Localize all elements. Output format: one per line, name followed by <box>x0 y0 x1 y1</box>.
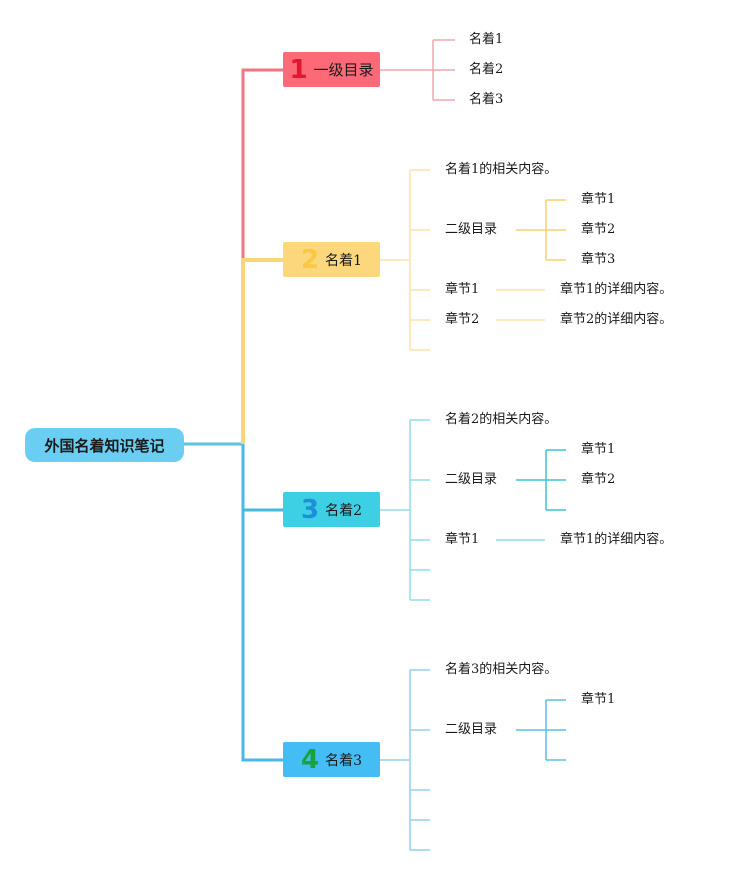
branch-2-chapter-1[interactable]: 章节1 <box>445 282 480 297</box>
branch-1-child-1[interactable]: 名着1 <box>469 32 504 47</box>
branch-3-intro[interactable]: 名着2的相关内容。 <box>445 412 558 427</box>
branch-4-subdir[interactable]: 二级目录 <box>445 722 498 737</box>
trunk-branch-4 <box>241 444 283 762</box>
trunk-branch-2 <box>241 258 283 444</box>
branch-3-chapter-1[interactable]: 章节1 <box>445 532 480 547</box>
branch-topic-3[interactable]: 3 名着2 <box>283 492 380 527</box>
branch-1-number: 1 <box>289 54 308 85</box>
branch-2-label: 名着1 <box>325 252 362 269</box>
branch-2-subdir-item-1[interactable]: 章节1 <box>581 192 616 207</box>
root-topic-label: 外国名着知识笔记 <box>44 436 165 455</box>
branch-2-connectors <box>380 169 545 351</box>
branch-topic-2[interactable]: 2 名着1 <box>283 242 380 277</box>
branch-3-subdir-connectors <box>516 449 566 511</box>
root-topic[interactable]: 外国名着知识笔记 <box>25 428 184 462</box>
branch-3-subdir[interactable]: 二级目录 <box>445 472 498 487</box>
branch-3-label: 名着2 <box>325 502 362 519</box>
branch-2-subdir-item-3[interactable]: 章节3 <box>581 252 616 267</box>
branch-topic-4[interactable]: 4 名着3 <box>283 742 380 777</box>
branch-2-chapter-1-detail[interactable]: 章节1的详细内容。 <box>560 282 673 297</box>
branch-4-intro[interactable]: 名着3的相关内容。 <box>445 662 558 677</box>
branch-3-subdir-item-1[interactable]: 章节1 <box>581 442 616 457</box>
trunk-branch-1 <box>241 68 283 444</box>
branch-2-subdir-connectors <box>516 199 566 261</box>
branch-4-connectors <box>380 669 430 851</box>
branch-3-connectors <box>380 419 545 601</box>
branch-4-subdir-connectors <box>516 699 566 761</box>
branch-3-number: 3 <box>300 494 320 525</box>
branch-3-subdir-item-2[interactable]: 章节2 <box>581 472 616 487</box>
branch-4-subdir-item-1[interactable]: 章节1 <box>581 692 616 707</box>
branch-2-number: 2 <box>300 244 320 275</box>
branch-2-chapter-2[interactable]: 章节2 <box>445 312 480 327</box>
branch-2-intro[interactable]: 名着1的相关内容。 <box>445 162 558 177</box>
branch-2-chapter-2-detail[interactable]: 章节2的详细内容。 <box>560 312 673 327</box>
branch-1-connectors <box>380 39 455 101</box>
branch-topic-1[interactable]: 1 一级目录 <box>283 52 380 87</box>
branch-2-subdir[interactable]: 二级目录 <box>445 222 498 237</box>
branch-4-number: 4 <box>300 744 320 775</box>
branch-4-label: 名着3 <box>325 752 362 769</box>
branch-1-child-3[interactable]: 名着3 <box>469 92 504 107</box>
branch-1-child-2[interactable]: 名着2 <box>469 62 504 77</box>
branch-2-subdir-item-2[interactable]: 章节2 <box>581 222 616 237</box>
branch-1-label: 一级目录 <box>313 61 374 79</box>
branch-3-chapter-1-detail[interactable]: 章节1的详细内容。 <box>560 532 673 547</box>
trunk-branch-3 <box>241 444 283 512</box>
